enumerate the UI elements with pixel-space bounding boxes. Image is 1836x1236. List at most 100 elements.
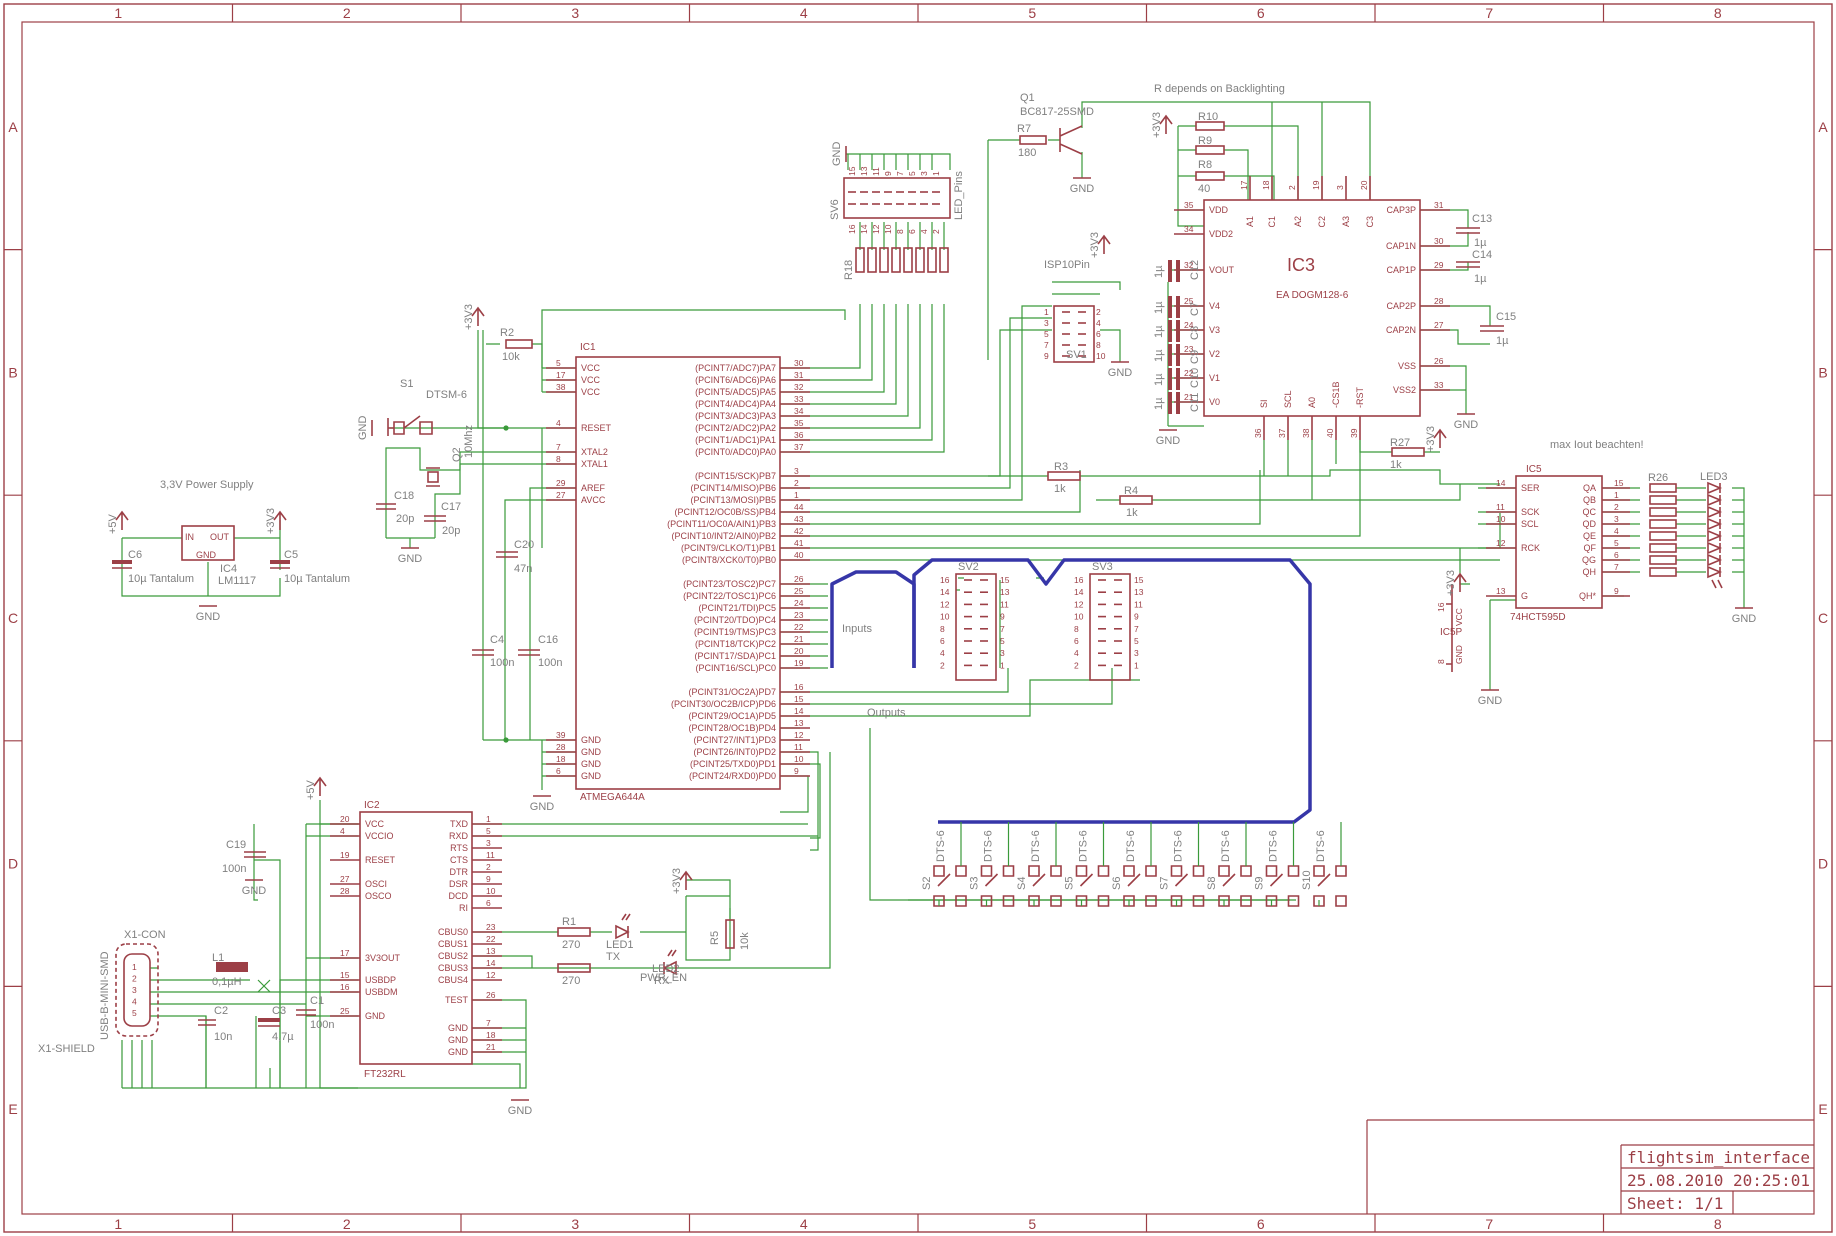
l1-value: 0,1µH: [212, 976, 242, 988]
sv2-pins-pin-number: 5: [1000, 636, 1005, 646]
q1-value: BC817-25SMD: [1020, 106, 1094, 118]
supply-arrow-icon: [273, 510, 287, 530]
ic2-pin-number: 21: [486, 1042, 496, 1052]
r18-resistor: [939, 247, 949, 273]
ic3-pin-number: 3: [1335, 185, 1345, 190]
ic1-pin-label: XTAL1: [581, 459, 608, 469]
r10-body: [1195, 121, 1225, 131]
ic1-pin-label: (PCINT3/ADC3)PA3: [695, 411, 776, 421]
frame-row-label: B: [8, 364, 17, 380]
led3-diode: [1707, 481, 1723, 495]
ic5-pin-number: 3: [1614, 514, 1619, 524]
ic1-pin-number: 10: [794, 754, 804, 764]
ic2-pin-label: USBDM: [365, 987, 398, 997]
c2-name: C2: [214, 1005, 228, 1017]
ic3-pin-label: SI: [1259, 399, 1269, 408]
x1-value: USB-B-MINI-SMD: [99, 951, 111, 1040]
ic1-pin-label: (PCINT8/XCK0/T0)PB0: [682, 555, 776, 565]
sv6-pin-number: 12: [871, 224, 881, 234]
ic5-pin-label: QH: [1583, 567, 1597, 577]
ic1-pin-label: (PCINT17/SDA)PC1: [694, 651, 776, 661]
ic2-pin-number: 15: [340, 970, 350, 980]
sv2-name: SV2: [958, 561, 979, 573]
sv2-pins-pin-number: 12: [940, 599, 950, 609]
ic3-pin-number: 26: [1434, 356, 1444, 366]
ic3-pin-label: C3: [1365, 216, 1375, 228]
switch-value: DTS-6: [1173, 830, 1185, 862]
sv3-pins-pin-number: 8: [1074, 624, 1079, 634]
sv6-pin-number: 15: [847, 166, 857, 176]
sv1-pin-number: 9: [1044, 351, 1049, 361]
ic3-pin-label: CAP1N: [1386, 241, 1416, 251]
ic5-pin-number: 13: [1496, 586, 1506, 596]
led3-name: LED3: [1700, 471, 1728, 483]
sv2-pins-pin-number: 15: [1000, 575, 1010, 585]
sv1-pin-number: 3: [1044, 318, 1049, 328]
ic2-pin-label: RESET: [365, 855, 396, 865]
sv3-pins-pin-number: 16: [1074, 575, 1084, 585]
ic2-pin-label: CBUS2: [438, 951, 468, 961]
r18-resistor: [903, 247, 913, 273]
r18-resistor: [891, 247, 901, 273]
supply-arrow-icon: [115, 510, 129, 530]
sv6-pin-number: 7: [895, 171, 905, 176]
r26-resistor: [1649, 555, 1677, 565]
ic2-pin-label: TXD: [450, 819, 469, 829]
c13-name: C13: [1472, 213, 1492, 225]
ic5-pin-label: SCK: [1521, 507, 1540, 517]
switch-name: S8: [1206, 877, 1218, 890]
x1-pin-number: 2: [132, 974, 137, 984]
ic3-pin-number: 2: [1287, 185, 1297, 190]
ic2-pin-number: 14: [486, 958, 496, 968]
ic4-regulator: IN OUT GND IC4 LM1117: [181, 525, 256, 587]
sv1-pin-number: 4: [1096, 318, 1101, 328]
sv6-pin-number: 14: [859, 224, 869, 234]
ic2-value: FT232RL: [364, 1069, 406, 1080]
ic3-pin-number: 28: [1434, 296, 1444, 306]
ic1-pin-label: (PCINT5/ADC5)PA5: [695, 387, 776, 397]
ic5-pin-label: QB: [1583, 495, 1596, 505]
sv1-pin-number: 1: [1044, 307, 1049, 317]
lcd-cap-plate: [1168, 296, 1172, 318]
led3-diode: [1707, 553, 1723, 567]
lcd-cap-name: C7: [1189, 302, 1201, 316]
ic5-pin-number: 11: [1496, 502, 1505, 512]
r8-value: 40: [1198, 183, 1210, 195]
led3-diode: [1707, 565, 1723, 579]
ic1-pin-number: 21: [794, 634, 804, 644]
gnd-label: GND: [1108, 367, 1133, 379]
switch-value: DTS-6: [1315, 830, 1327, 862]
ic5-pin-label: G: [1521, 591, 1528, 601]
ic3-pin-number: 32: [1184, 260, 1194, 270]
ic5-pin-label: SER: [1521, 483, 1540, 493]
frame-row-label: E: [1818, 1101, 1827, 1117]
c4-value: 100n: [490, 657, 514, 669]
ic5-pin-number: 1: [1614, 490, 1619, 500]
note-power-supply: 3,3V Power Supply: [160, 479, 254, 491]
gnd-label: GND: [1454, 419, 1479, 431]
ic2-pin-number: 25: [340, 1006, 350, 1016]
supply-arrow-icon: [1433, 428, 1447, 448]
r4-value: 1k: [1126, 507, 1138, 519]
ic1-value: ATMEGA644A: [580, 792, 645, 803]
ic1-pin-label: (PCINT15/SCK)PB7: [695, 471, 776, 481]
s1-reset-switch: S1 DTSM-6: [387, 378, 467, 436]
ic5-pin-number: 7: [1614, 562, 1619, 572]
ic1-pin-label: (PCINT0/ADC0)PA0: [695, 447, 776, 457]
r3-name: R3: [1054, 461, 1068, 473]
led3-diode: [1707, 529, 1723, 543]
sv3-pins-pin-number: 13: [1134, 587, 1144, 597]
supply-label: +5V: [305, 779, 317, 800]
supply-arrow-icon: [679, 870, 693, 890]
ic2-pin-label: RTS: [450, 843, 468, 853]
c6-value: 10µ Tantalum: [128, 573, 194, 585]
ic1-pin-label: GND: [581, 759, 602, 769]
ic1-pin-number: 40: [794, 550, 804, 560]
ic3-pin-label: A3: [1341, 216, 1351, 227]
ic1-pin-number: 44: [794, 502, 804, 512]
switch-value: DTS-6: [1268, 830, 1280, 862]
note-outputs: Outputs: [867, 707, 906, 719]
frame-column-label: 7: [1485, 5, 1493, 21]
